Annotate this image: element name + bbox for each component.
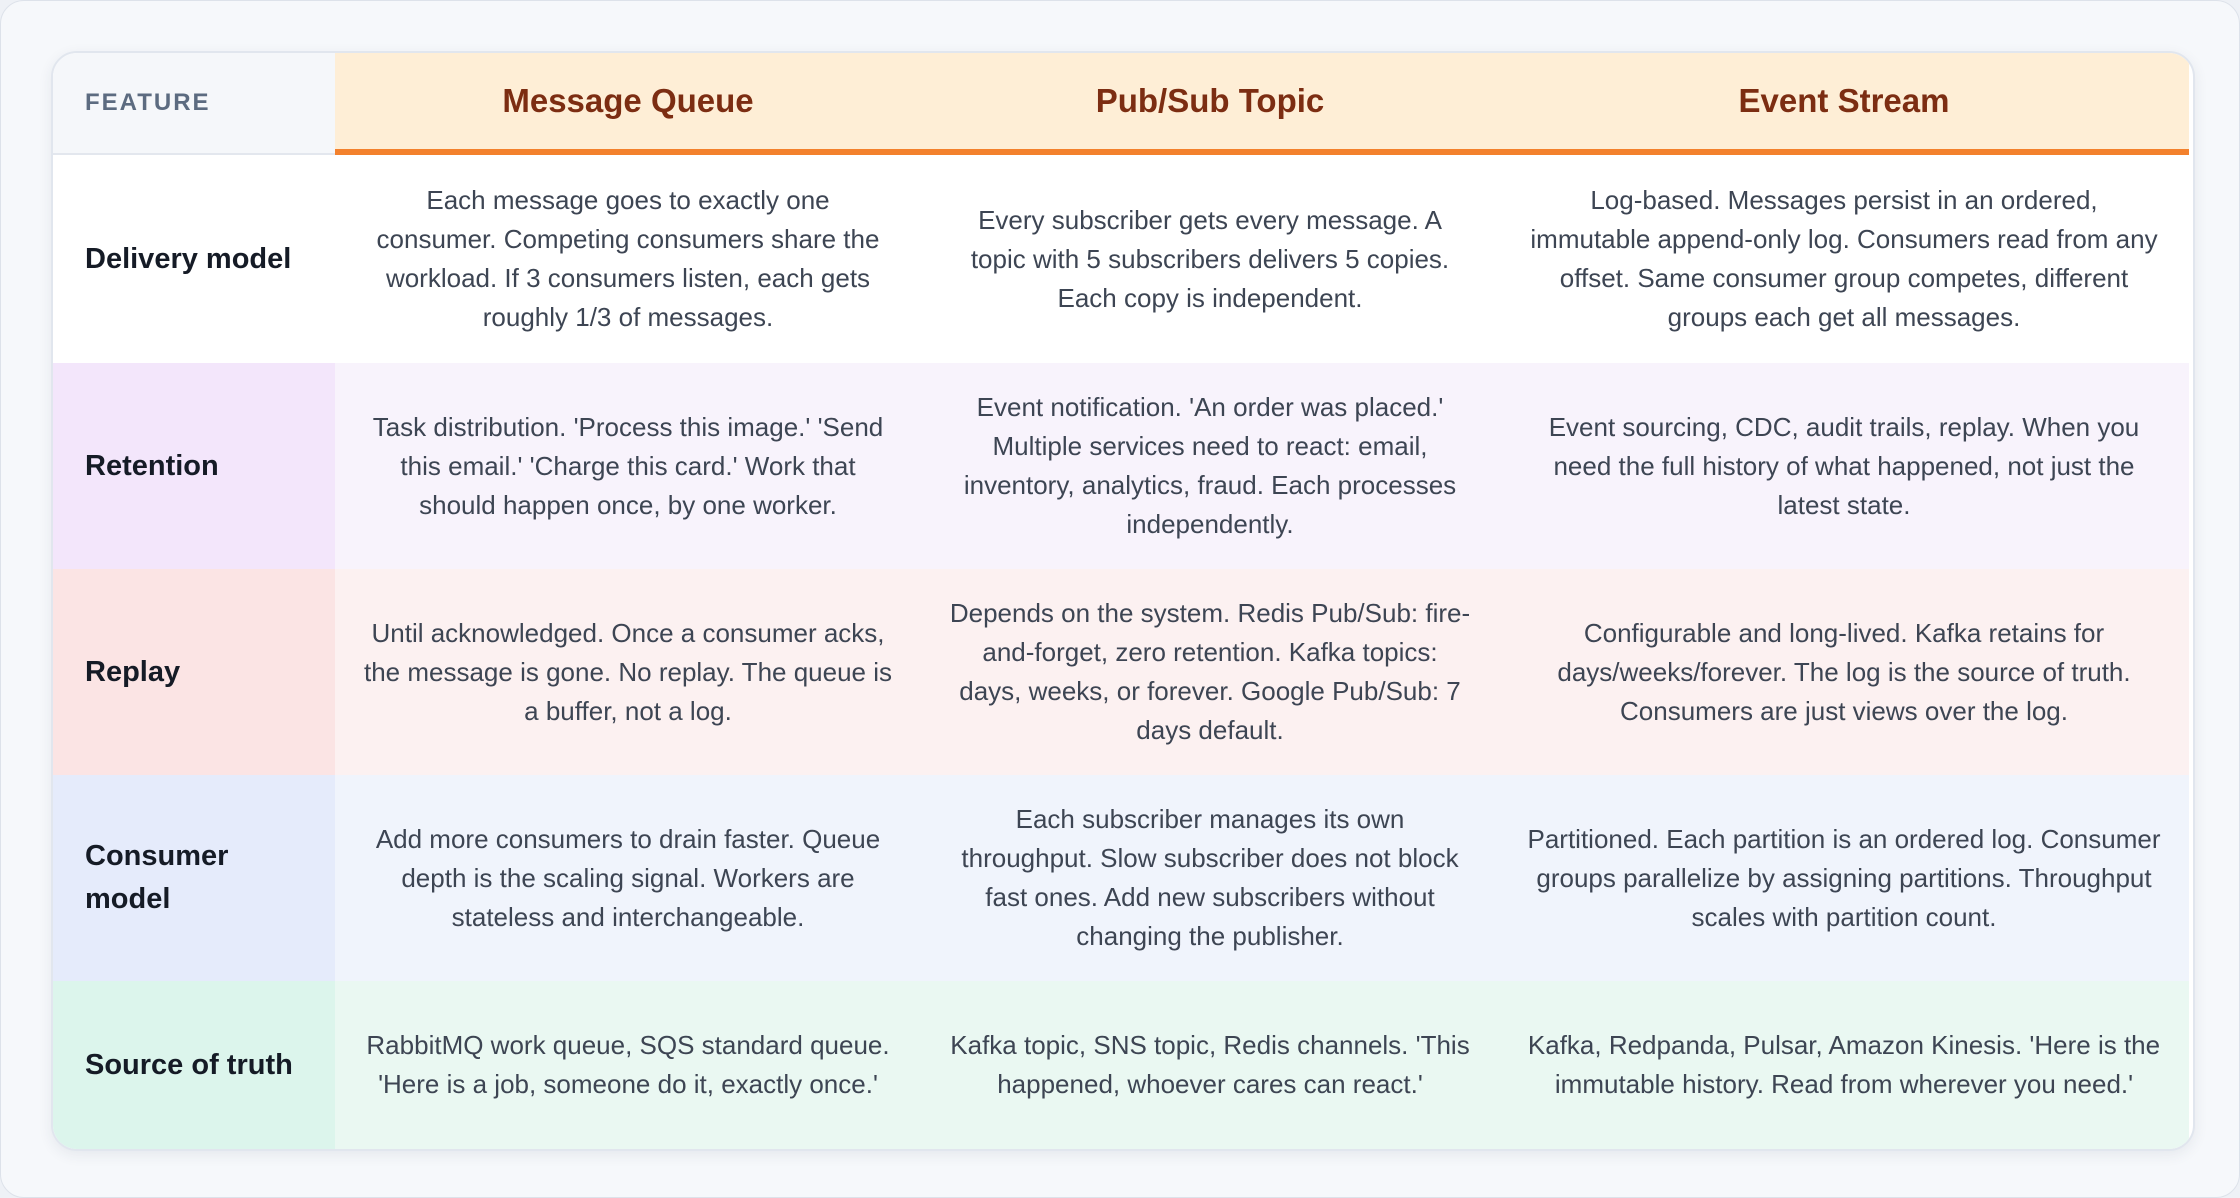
comparison-table: FEATURE Message Queue Pub/Sub Topic Even…	[51, 51, 2195, 1151]
header-message-queue: Message Queue	[335, 53, 921, 155]
table-cell: Partitioned. Each partition is an ordere…	[1499, 775, 2189, 981]
table-cell: Until acknowledged. Once a consumer acks…	[335, 569, 921, 775]
table-cell: Each message goes to exactly one consume…	[335, 155, 921, 363]
table-cell: Event notification. 'An order was placed…	[921, 363, 1499, 569]
header-event-stream: Event Stream	[1499, 53, 2189, 155]
table-cell: Kafka, Redpanda, Pulsar, Amazon Kinesis.…	[1499, 981, 2189, 1149]
table-grid: FEATURE Message Queue Pub/Sub Topic Even…	[53, 53, 2193, 1149]
table-cell: Every subscriber gets every message. A t…	[921, 155, 1499, 363]
table-cell: Kafka topic, SNS topic, Redis channels. …	[921, 981, 1499, 1149]
row-label: Source of truth	[53, 981, 335, 1149]
table-cell: Each subscriber manages its own throughp…	[921, 775, 1499, 981]
header-feature: FEATURE	[53, 53, 335, 155]
row-label: Delivery model	[53, 155, 335, 363]
table-cell: Depends on the system. Redis Pub/Sub: fi…	[921, 569, 1499, 775]
table-cell: Task distribution. 'Process this image.'…	[335, 363, 921, 569]
table-cell: Configurable and long-lived. Kafka retai…	[1499, 569, 2189, 775]
row-label: Retention	[53, 363, 335, 569]
row-label: Replay	[53, 569, 335, 775]
table-cell: Log-based. Messages persist in an ordere…	[1499, 155, 2189, 363]
header-pubsub-topic: Pub/Sub Topic	[921, 53, 1499, 155]
table-cell: Add more consumers to drain faster. Queu…	[335, 775, 921, 981]
table-cell: Event sourcing, CDC, audit trails, repla…	[1499, 363, 2189, 569]
row-label: Consumer model	[53, 775, 335, 981]
table-cell: RabbitMQ work queue, SQS standard queue.…	[335, 981, 921, 1149]
